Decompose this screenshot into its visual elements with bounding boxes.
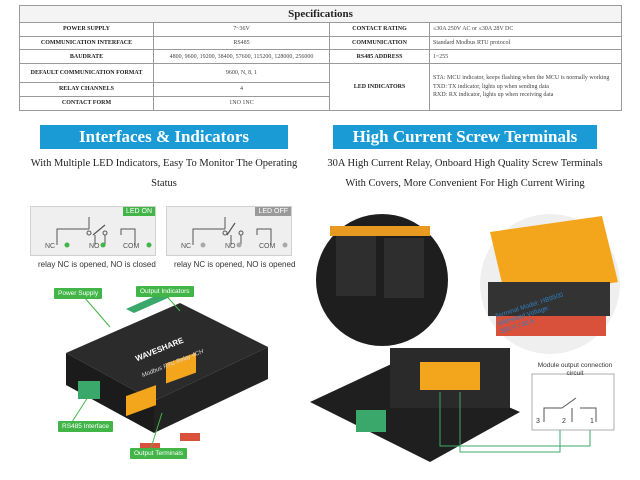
spec-label: COMMUNICATION	[329, 35, 430, 51]
spec-title: Specifications	[18, 5, 623, 23]
spec-label: BAUDRATE	[19, 49, 154, 65]
spec-value: ≤30A 250V AC or ≤30A 28V DC	[428, 21, 623, 37]
spec-label: DEFAULT COMMUNICATION FORMAT	[19, 63, 154, 84]
terminal-nc-label: NC	[45, 243, 56, 250]
led-on-tag: LED ON	[122, 207, 155, 216]
terminals-description: 30A High Current Relay, Onboard High Qua…	[327, 158, 603, 189]
spec-label: RELAY CHANNELS	[19, 82, 154, 98]
section-title-terminals: High Current Screw Terminals	[333, 125, 597, 149]
terminals-photo: Terminal Model: HB9500 Withstand Voltage…	[300, 212, 630, 474]
callout-output-indicators: Output Indicators	[136, 286, 194, 297]
interfaces-description: With Multiple LED Indicators, Easy To Mo…	[30, 158, 298, 189]
led-off-tag: LED OFF	[255, 207, 291, 216]
led-off-caption: relay NC is opened, NO is opened	[174, 260, 296, 269]
terminal-nc-label: NC	[181, 243, 192, 250]
led-off-diagram: LED OFF NC NO COM	[166, 206, 292, 256]
led-line-rxd: RXD: RX indicator, lights up when receiv…	[433, 92, 554, 99]
relay-switch-on-icon	[56, 217, 152, 248]
spec-value: 4	[153, 82, 330, 98]
terminals-photo-illustration	[310, 214, 620, 462]
spec-value: 9600, N, 8, 1	[153, 63, 330, 84]
callout-power-supply: Power Supply	[54, 288, 103, 299]
callout-rs485-interface: RS485 Interface	[58, 421, 113, 432]
spec-value: 4800, 9600, 19200, 38400, 57600, 115200,…	[153, 49, 330, 65]
spec-label: CONTACT RATING	[329, 21, 430, 37]
terminal-no-label: NO	[225, 243, 236, 250]
callout-output-terminals: Output Terminals	[130, 448, 188, 459]
circuit-pin-3: 3	[536, 418, 540, 425]
spec-value: Standard Modbus RTU protocol	[428, 35, 623, 51]
spec-value: 1NO 1NC	[153, 96, 330, 111]
relay-switch-off-icon	[192, 217, 288, 248]
section-title-interfaces: Interfaces & Indicators	[40, 125, 288, 149]
spec-value: 1~255	[428, 49, 623, 65]
terminal-com-label: COM	[259, 243, 276, 250]
relay-module-illustration	[66, 290, 268, 452]
spec-label: CONTACT FORM	[19, 96, 154, 111]
spec-label: COMMUNICATION INTERFACE	[19, 35, 154, 51]
led-on-caption: relay NC is opened, NO is closed	[38, 260, 156, 269]
circuit-pin-1: 1	[590, 418, 594, 425]
terminal-com-label: COM	[123, 243, 140, 250]
spec-table: Specifications POWER SUPPLY 7~36V CONTAC…	[18, 5, 623, 111]
module-circuit-label: Module output connection circuit	[537, 362, 613, 377]
spec-value: 7~36V	[153, 21, 330, 37]
led-line-txd: TXD: TX indicator, lights up when sendin…	[433, 83, 549, 90]
spec-value: RS485	[153, 35, 330, 51]
circuit-pin-2: 2	[562, 418, 566, 425]
terminal-no-label: NO	[89, 243, 100, 250]
spec-value-led: STA: MCU indicator, keeps flashing when …	[428, 63, 623, 111]
spec-label: RS485 ADDRESS	[329, 49, 430, 65]
spec-label: POWER SUPPLY	[19, 21, 154, 37]
led-on-diagram: LED ON NC NO COM	[30, 206, 156, 256]
led-line-sta: STA: MCU indicator, keeps flashing when …	[433, 75, 610, 82]
spec-label-led: LED INDICATORS	[329, 63, 430, 111]
relay-module-image: WAVESHARE Modbus RTU Relay 4CH Power Sup…	[30, 283, 292, 459]
